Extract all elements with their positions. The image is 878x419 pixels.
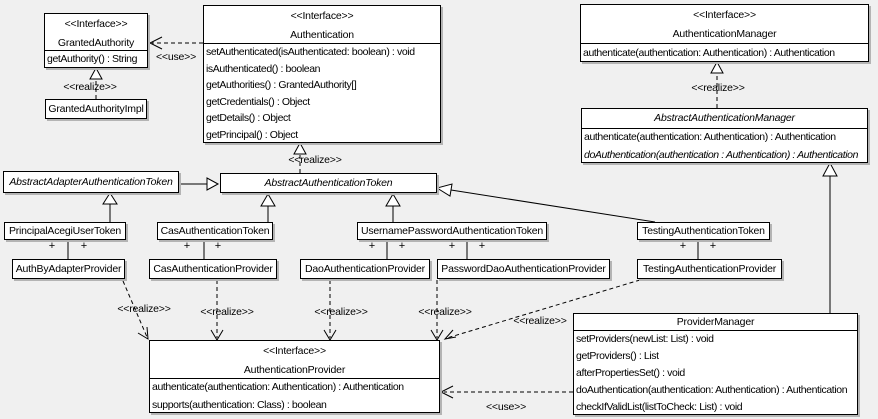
edge-label-use: <<use>> xyxy=(155,51,197,63)
class-box-password-dao-authentication-provider: PasswordDaoAuthenticationProvider xyxy=(437,259,610,279)
edge-label-realize: <<realize>> xyxy=(63,81,117,93)
class-box-provider-manager: ProviderManager setProviders(newList: Li… xyxy=(573,313,858,415)
method: authenticate(authentication: Authenticat… xyxy=(584,131,836,143)
class-box-authentication: <<Interface>> Authentication setAuthenti… xyxy=(203,5,441,143)
method: checkIfValidList(listToCheck: List) : vo… xyxy=(576,401,743,413)
class-box-granted-authority-impl: GrantedAuthorityImpl xyxy=(45,99,147,119)
edge-gen-cas-token xyxy=(260,193,276,222)
edge-realize-abstractauthenticationmanager xyxy=(710,60,724,108)
edge-realize-abstractauthenticationtoken xyxy=(293,141,307,173)
association-end-plus: + xyxy=(183,240,191,252)
method: getAuthorities() : GrantedAuthority[] xyxy=(206,79,357,92)
class-name: DaoAuthenticationProvider xyxy=(305,263,425,275)
method: afterPropertiesSet() : void xyxy=(576,367,685,379)
edge-label-realize: <<realize>> xyxy=(288,154,342,166)
association-end-plus: + xyxy=(398,240,406,252)
class-name: UsernamePasswordAuthenticationToken xyxy=(360,225,544,237)
edge-label-realize: <<realize>> xyxy=(117,303,171,315)
association-end-plus: + xyxy=(478,240,486,252)
edge-label-realize: <<realize>> xyxy=(418,306,472,318)
class-box-abstract-adapter-authentication-token: AbstractAdapterAuthenticationToken xyxy=(3,171,179,193)
method: getPrincipal() : Object xyxy=(206,128,298,141)
class-name: Authentication xyxy=(290,29,354,41)
association-end-plus: + xyxy=(679,240,687,252)
method: getCredentials() : Object xyxy=(206,95,310,108)
class-box-testing-authentication-provider: TestingAuthenticationProvider xyxy=(637,259,782,279)
class-box-auth-by-adapter-provider: AuthByAdapterProvider xyxy=(12,259,125,279)
class-name: PasswordDaoAuthenticationProvider xyxy=(441,263,606,275)
edge-gen-usernamepassword-token xyxy=(385,193,401,222)
edge-realize-authbyadapterprovider xyxy=(122,280,149,340)
method: setAuthenticated(isAuthenticated: boolea… xyxy=(206,46,415,58)
association-end-plus: + xyxy=(80,240,88,252)
class-box-authentication-manager: <<Interface>> AuthenticationManager auth… xyxy=(580,4,869,62)
class-name: AuthByAdapterProvider xyxy=(15,263,122,275)
method: getAuthority() : String xyxy=(47,53,138,65)
association-end-plus: + xyxy=(214,240,222,252)
class-box-cas-authentication-provider: CasAuthenticationProvider xyxy=(149,259,277,279)
association-end-plus: + xyxy=(709,240,717,252)
class-name: TestingAuthenticationToken xyxy=(642,225,765,237)
class-box-abstract-authentication-manager: AbstractAuthenticationManager authentica… xyxy=(581,108,868,163)
edge-label-realize: <<realize>> xyxy=(691,82,745,94)
class-name: ProviderManager xyxy=(676,316,755,328)
class-name: AbstractAuthenticationManager xyxy=(654,112,795,124)
class-box-authentication-provider: <<Interface>> AuthenticationProvider aut… xyxy=(149,340,440,413)
class-box-principal-acegi-user-token: PrincipalAcegiUserToken xyxy=(4,222,126,240)
method: authenticate(authentication: Authenticat… xyxy=(583,47,835,59)
class-box-username-password-authentication-token: UsernamePasswordAuthenticationToken xyxy=(357,222,547,240)
stereotype: <<Interface>> xyxy=(263,345,326,357)
edge-gen-testing-token xyxy=(435,183,656,223)
edge-label-realize: <<realize>> xyxy=(314,306,368,318)
edge-use-providermanager xyxy=(439,385,573,399)
class-box-abstract-authentication-token: AbstractAuthenticationToken xyxy=(220,173,437,193)
edge-label-realize: <<realize>> xyxy=(200,306,254,318)
class-box-granted-authority: <<Interface>> GrantedAuthority getAuthor… xyxy=(44,13,148,68)
edge-realize-testingprovider xyxy=(443,279,641,340)
edge-gen-principal-token xyxy=(102,192,118,222)
class-name: AuthenticationManager xyxy=(672,28,777,40)
method: getProviders() : List xyxy=(576,350,659,362)
edge-label-use: <<use>> xyxy=(485,401,527,413)
association-end-plus: + xyxy=(368,240,376,252)
association-end-plus: + xyxy=(48,240,56,252)
class-name: GrantedAuthorityImpl xyxy=(48,103,144,115)
method: authenticate(authentication: Authenticat… xyxy=(152,381,404,393)
edge-label-realize: <<realize>> xyxy=(513,315,567,327)
class-box-dao-authentication-provider: DaoAuthenticationProvider xyxy=(300,259,430,279)
edge-realize-grantedauthorityimpl xyxy=(89,66,103,99)
association-end-plus: + xyxy=(448,240,456,252)
method: getDetails() : Object xyxy=(206,112,291,125)
method: doAuthentication(authentication : Authen… xyxy=(584,148,859,161)
edge-use-authentication-grantedauthority xyxy=(148,36,203,50)
class-name: CasAuthenticationToken xyxy=(160,225,270,237)
class-name: CasAuthenticationProvider xyxy=(153,263,273,275)
class-name: GrantedAuthority xyxy=(57,37,135,49)
edge-gen-providermanager xyxy=(822,161,838,313)
method: supports(authentication: Class) : boolea… xyxy=(152,398,327,411)
class-name: AbstractAuthenticationToken xyxy=(264,177,393,189)
method: doAuthentication(authentication: Authent… xyxy=(576,384,848,396)
method: setProviders(newList: List) : void xyxy=(576,333,714,345)
class-box-cas-authentication-token: CasAuthenticationToken xyxy=(157,222,273,240)
class-name: PrincipalAcegiUserToken xyxy=(8,225,122,237)
class-box-testing-authentication-token: TestingAuthenticationToken xyxy=(637,222,770,240)
class-name: AbstractAdapterAuthenticationToken xyxy=(9,176,173,188)
stereotype: <<Interface>> xyxy=(693,9,756,21)
class-name: AuthenticationProvider xyxy=(243,364,346,376)
edge-gen-adapter-token xyxy=(179,177,220,191)
class-name: TestingAuthenticationProvider xyxy=(642,263,777,275)
stereotype: <<Interface>> xyxy=(64,18,128,30)
method: isAuthenticated() : boolean xyxy=(206,62,321,75)
stereotype: <<Interface>> xyxy=(290,10,354,22)
